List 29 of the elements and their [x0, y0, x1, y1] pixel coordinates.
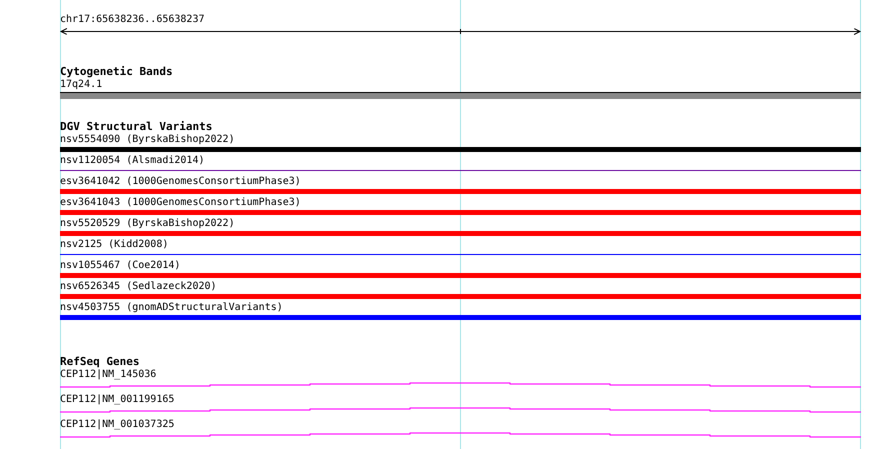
- variant-label: esv3641042 (1000GenomesConsortiumPhase3): [60, 176, 301, 188]
- variant-row: [60, 134, 861, 153]
- track-panel: [60, 66, 861, 102]
- coordinate-label: chr17:65638236..65638237: [60, 14, 204, 26]
- variant-label: esv3641043 (1000GenomesConsortiumPhase3): [60, 197, 301, 209]
- variant-label: nsv1055467 (Coe2014): [60, 260, 180, 272]
- variant-label: nsv4503755 (gnomADStructuralVariants): [60, 302, 283, 314]
- variant-row: [60, 239, 861, 258]
- variant-row: [60, 260, 861, 279]
- variant-row: [60, 176, 861, 195]
- variant-label: nsv2125 (Kidd2008): [60, 239, 168, 251]
- track-title: RefSeq Genes: [60, 356, 140, 368]
- track-title: Cytogenetic Bands: [60, 66, 173, 78]
- transcript-label: CEP112|NM_145036: [60, 369, 156, 381]
- variant-row: [60, 197, 861, 216]
- variant-row: [60, 155, 861, 174]
- variant-row: [60, 281, 861, 300]
- transcript-label: CEP112|NM_001037325: [60, 419, 174, 431]
- variant-label: nsv5554090 (ByrskaBishop2022): [60, 134, 235, 146]
- band-label: 17q24.1: [60, 79, 102, 91]
- variant-row: [60, 302, 861, 321]
- track-panel: [60, 121, 861, 323]
- variant-label: nsv5520529 (ByrskaBishop2022): [60, 218, 235, 230]
- cytoband-row: [60, 79, 861, 98]
- variant-row: [60, 218, 861, 237]
- variant-label: nsv6526345 (Sedlazeck2020): [60, 281, 217, 293]
- track-title: DGV Structural Variants: [60, 121, 212, 133]
- transcript-label: CEP112|NM_001199165: [60, 394, 174, 406]
- variant-label: nsv1120054 (Alsmadi2014): [60, 155, 204, 167]
